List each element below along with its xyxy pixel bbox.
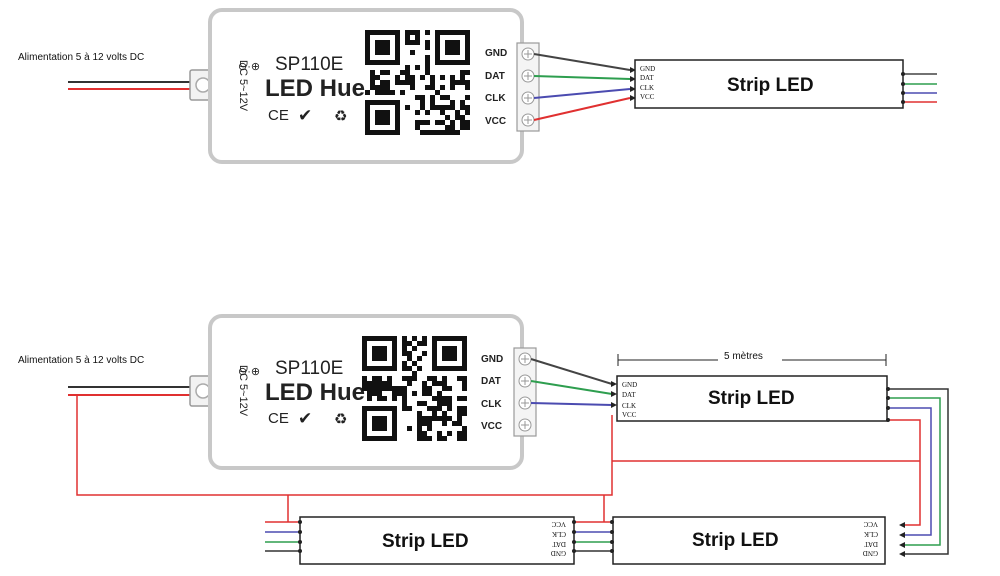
controller-pin-vcc: VCC [481, 421, 502, 432]
svg-text:CLK: CLK [622, 402, 636, 410]
recycle-icon: ♻ [334, 107, 347, 125]
strip-label: Strip LED [727, 75, 814, 96]
svg-text:GND: GND [551, 549, 566, 557]
dc-rating: DC 5~12V [237, 60, 249, 112]
controller-name: LED Hue [265, 75, 365, 102]
svg-text:VCC: VCC [551, 520, 566, 528]
length-label: 5 mètres [724, 351, 763, 362]
controller-pin-clk: CLK [485, 93, 506, 104]
vcc-bus [76, 395, 613, 496]
wire-clk [533, 88, 631, 99]
svg-text:CLK: CLK [552, 530, 566, 538]
controller-pin-dat: DAT [485, 71, 505, 82]
svg-text:CLK: CLK [864, 530, 878, 538]
wire-vcc [533, 97, 631, 121]
controller-pin-gnd: GND [485, 48, 507, 59]
wire-gnd [533, 53, 631, 71]
controller-model: SP110E [275, 54, 343, 75]
svg-text:DAT: DAT [622, 391, 636, 399]
terminal-block [513, 347, 537, 437]
terminal-screws [518, 352, 532, 432]
strip-led-top [616, 375, 888, 422]
ce-mark: CE [268, 107, 289, 124]
svg-text:VCC: VCC [622, 411, 637, 419]
diagram-2: Alimentation 5 à 12 volts DC DC 5~12V ⊖·… [18, 314, 949, 565]
recycle-icon: ♻ [334, 410, 347, 428]
strip-led-bottom-right [612, 516, 886, 565]
svg-text:VCC: VCC [863, 520, 878, 528]
svg-text:GND: GND [622, 381, 637, 389]
strip-label: Strip LED [708, 388, 795, 409]
controller-pin-vcc: VCC [485, 116, 506, 127]
controller-pin-clk: CLK [481, 399, 502, 410]
strip-label: Strip LED [692, 530, 779, 551]
check-mark-icon: ✔ [298, 409, 312, 429]
dc-rating: DC 5~12V [237, 365, 249, 417]
svg-text:GND: GND [863, 549, 878, 557]
strip-pin-gnd: GND [640, 65, 655, 73]
qr-code-icon [365, 30, 470, 135]
strip-pin-clk: CLK [640, 84, 654, 92]
strip-pin-dat: DAT [640, 74, 654, 82]
svg-text:DC 5~12V: DC 5~12V [237, 60, 249, 112]
controller-pin-dat: DAT [481, 376, 501, 387]
power-label: Alimentation 5 à 12 volts DC [18, 355, 144, 366]
controller-name: LED Hue [265, 379, 365, 406]
terminal-screws [521, 47, 535, 127]
strip-label: Strip LED [382, 531, 469, 552]
polarity-icon: ⊖·⊕ [238, 366, 260, 378]
svg-text:DAT: DAT [552, 540, 566, 548]
wire-dat [533, 75, 631, 80]
strip-pin-vcc: VCC [640, 93, 655, 101]
polarity-icon: ⊖·⊕ [238, 61, 260, 73]
ce-mark: CE [268, 410, 289, 427]
svg-text:DC 5~12V: DC 5~12V [237, 365, 249, 417]
controller-model: SP110E [275, 358, 343, 379]
qr-code-icon [362, 336, 467, 441]
power-jack-hole [195, 77, 211, 93]
power-label: Alimentation 5 à 12 volts DC [18, 52, 144, 63]
terminal-block [516, 42, 540, 132]
diagram-1: Alimentation 5 à 12 volts DC DC 5~12V ⊖·… [18, 8, 937, 164]
svg-text:DAT: DAT [864, 540, 878, 548]
check-mark-icon: ✔ [298, 106, 312, 126]
controller-pin-gnd: GND [481, 354, 503, 365]
